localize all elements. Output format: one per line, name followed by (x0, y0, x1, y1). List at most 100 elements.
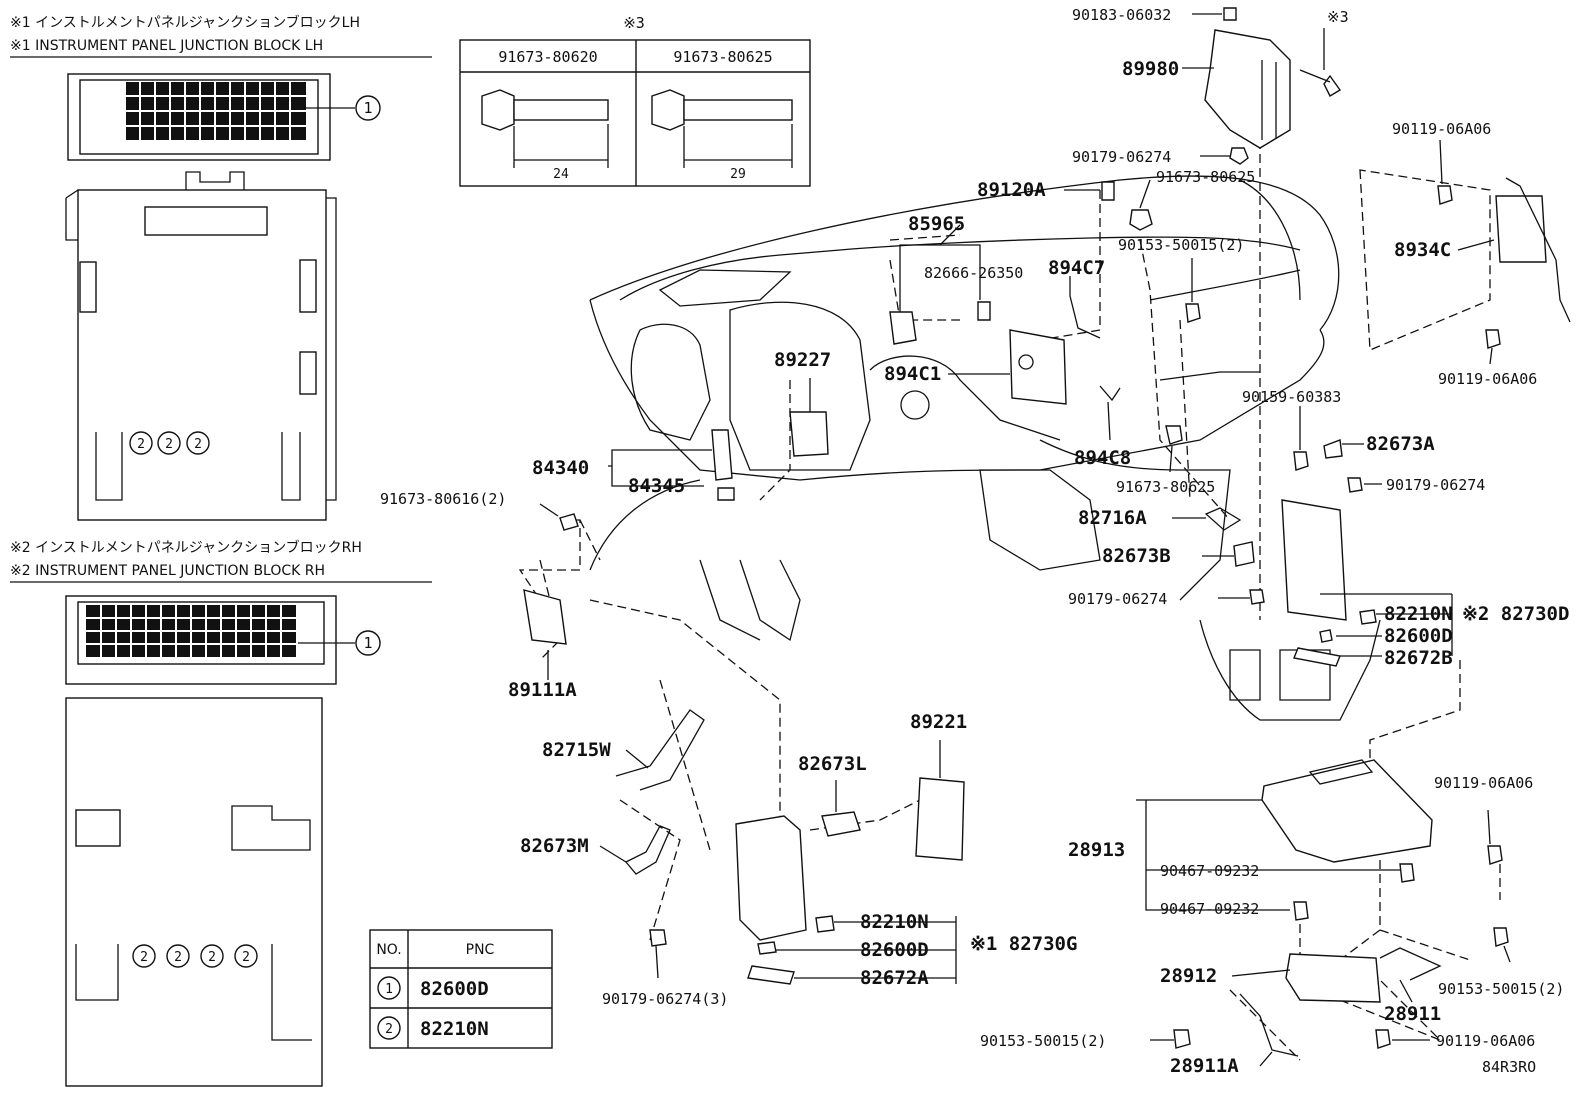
part-90183-06032 (1223, 7, 1237, 21)
dash-vent (658, 269, 792, 307)
part-8934C-sensor (1495, 195, 1547, 263)
part-labels: 90183-06032 ※3 89980 90119-06A06 90179-0… (380, 6, 1569, 1077)
part-90179-06274-low (1249, 589, 1265, 605)
part-90179-06274-top (1229, 147, 1249, 165)
label-90119-06A06-d: 90119-06A06 (1436, 1032, 1535, 1050)
part-84340-switch (711, 429, 733, 481)
label-star3: ※3 (1327, 8, 1349, 26)
part-90159-60383 (1293, 451, 1309, 471)
label-90153-50015-a: 90153-50015(2) (1118, 236, 1244, 254)
lh-block-front-view (77, 189, 327, 521)
label-894C7: 894C7 (1048, 257, 1105, 279)
junction-block-rh-section: ※2 インストルメントパネルジャンクションブロックRH ※2 INSTRUMEN… (10, 539, 432, 1087)
label-90119-06A06-a: 90119-06A06 (1392, 120, 1491, 138)
svg-text:2: 2 (140, 950, 148, 965)
dash-top-outline (589, 175, 1340, 331)
label-90119-06A06-c: 90119-06A06 (1434, 774, 1533, 792)
part-894C1-ecu (1009, 329, 1067, 405)
lh-callout-2b (157, 431, 181, 455)
dash-steering-column (739, 559, 801, 642)
part-89980-module (1204, 29, 1291, 149)
lh-callout-1 (355, 95, 381, 121)
label-894C1: 894C1 (884, 363, 941, 385)
part-91673-80616 (559, 513, 579, 531)
rh-callout-2c (200, 944, 224, 968)
svg-text:2: 2 (165, 437, 173, 452)
label-82673M: 82673M (520, 835, 589, 857)
label-89980: 89980 (1122, 58, 1179, 80)
part-82210N-lh (815, 915, 835, 933)
label-894C8: 894C8 (1074, 447, 1131, 469)
label-28911: 28911 (1384, 1003, 1441, 1025)
label-90183-06032: 90183-06032 (1072, 6, 1171, 24)
dash-lower-console (1199, 619, 1381, 721)
bolt-right-head (651, 89, 685, 131)
part-82600D-lh (757, 941, 777, 955)
label-82600D-a: 82600D (1384, 625, 1453, 647)
part-star3-screw (1299, 69, 1342, 97)
label-89227: 89227 (774, 349, 831, 371)
label-28913: 28913 (1068, 839, 1125, 861)
bolt-left-length: 24 (553, 167, 569, 182)
label-90179-06274-a: 90179-06274 (1072, 148, 1171, 166)
rh-fuse-grid (86, 605, 296, 657)
rh-callout-1-text: 1 (363, 634, 372, 652)
leader-lines (539, 13, 1511, 1067)
part-82730G-junction-block-lh (735, 815, 807, 941)
instrument-panel-drawing (589, 175, 1381, 721)
rh-callout-1 (355, 630, 381, 656)
label-82210N-b: 82210N (860, 911, 929, 933)
dash-center-console (979, 469, 1101, 571)
parts (523, 7, 1571, 1057)
label-star2-82730D: ※2 82730D (1462, 603, 1569, 625)
part-90467-09232-b (1293, 901, 1309, 921)
bolt-right-length: 29 (730, 167, 746, 182)
label-28912: 28912 (1160, 965, 1217, 987)
part-82673A (1323, 439, 1343, 459)
part-90153-50015-top (1185, 303, 1201, 323)
label-82672A: 82672A (860, 967, 929, 989)
label-90153-50015-c: 90153-50015(2) (1438, 980, 1564, 998)
lh-callout-2a (129, 431, 153, 455)
part-90153-50015-c (1493, 927, 1509, 947)
part-90179-06274-mid (1347, 477, 1363, 493)
lh-callout-2c (186, 431, 210, 455)
part-90119-06A06-d (1375, 1029, 1391, 1049)
part-28913-ecu (1261, 759, 1433, 863)
part-90467-09232-a (1399, 863, 1415, 883)
lh-fuse-grid (126, 82, 306, 140)
junction-block-lh-section: ※1 インストルメントパネルジャンクションブロックLH ※1 INSTRUMEN… (10, 14, 432, 521)
dash-left-cluster (630, 323, 711, 441)
svg-text:2: 2 (137, 437, 145, 452)
bolt-left-head (481, 89, 515, 131)
rh-title-jp: ※2 インストルメントパネルジャンクションブロックRH (10, 539, 362, 556)
label-82716A: 82716A (1078, 507, 1147, 529)
label-82715W: 82715W (542, 739, 611, 761)
label-91673-80625-a: 91673-80625 (1156, 168, 1255, 186)
rh-title-en: ※2 INSTRUMENT PANEL JUNCTION BLOCK RH (10, 563, 325, 579)
lh-title-jp: ※1 インストルメントパネルジャンクションブロックLH (10, 14, 360, 31)
label-91673-80616: 91673-80616(2) (380, 490, 506, 508)
part-28911-bracket (1379, 947, 1442, 981)
part-82673B (1233, 541, 1255, 567)
pnc-row1-no: 1 (385, 982, 393, 997)
part-82673L (821, 811, 861, 837)
part-82600D-rh (1319, 629, 1333, 643)
lh-callout-1-text: 1 (363, 99, 372, 117)
svg-text:2: 2 (242, 950, 250, 965)
label-90467-09232-b: 90467-09232 (1160, 900, 1259, 918)
label-84345: 84345 (628, 475, 685, 497)
rh-callout-2b (166, 944, 190, 968)
dash-knob (900, 390, 930, 420)
label-90467-09232-a: 90467-09232 (1160, 862, 1259, 880)
part-89111A (523, 589, 567, 645)
part-894C7-bracket (1069, 295, 1101, 339)
bolt-right-part: 91673-80625 (673, 48, 772, 66)
label-90179-06274-3: 90179-06274(3) (602, 990, 728, 1008)
bolt-left-part: 91673-80620 (498, 48, 597, 66)
label-90159-60383: 90159-60383 (1242, 388, 1341, 406)
label-85965: 85965 (908, 213, 965, 235)
label-ref-code: 84R3RO (1482, 1058, 1536, 1076)
label-90179-06274-c: 90179-06274 (1068, 590, 1167, 608)
